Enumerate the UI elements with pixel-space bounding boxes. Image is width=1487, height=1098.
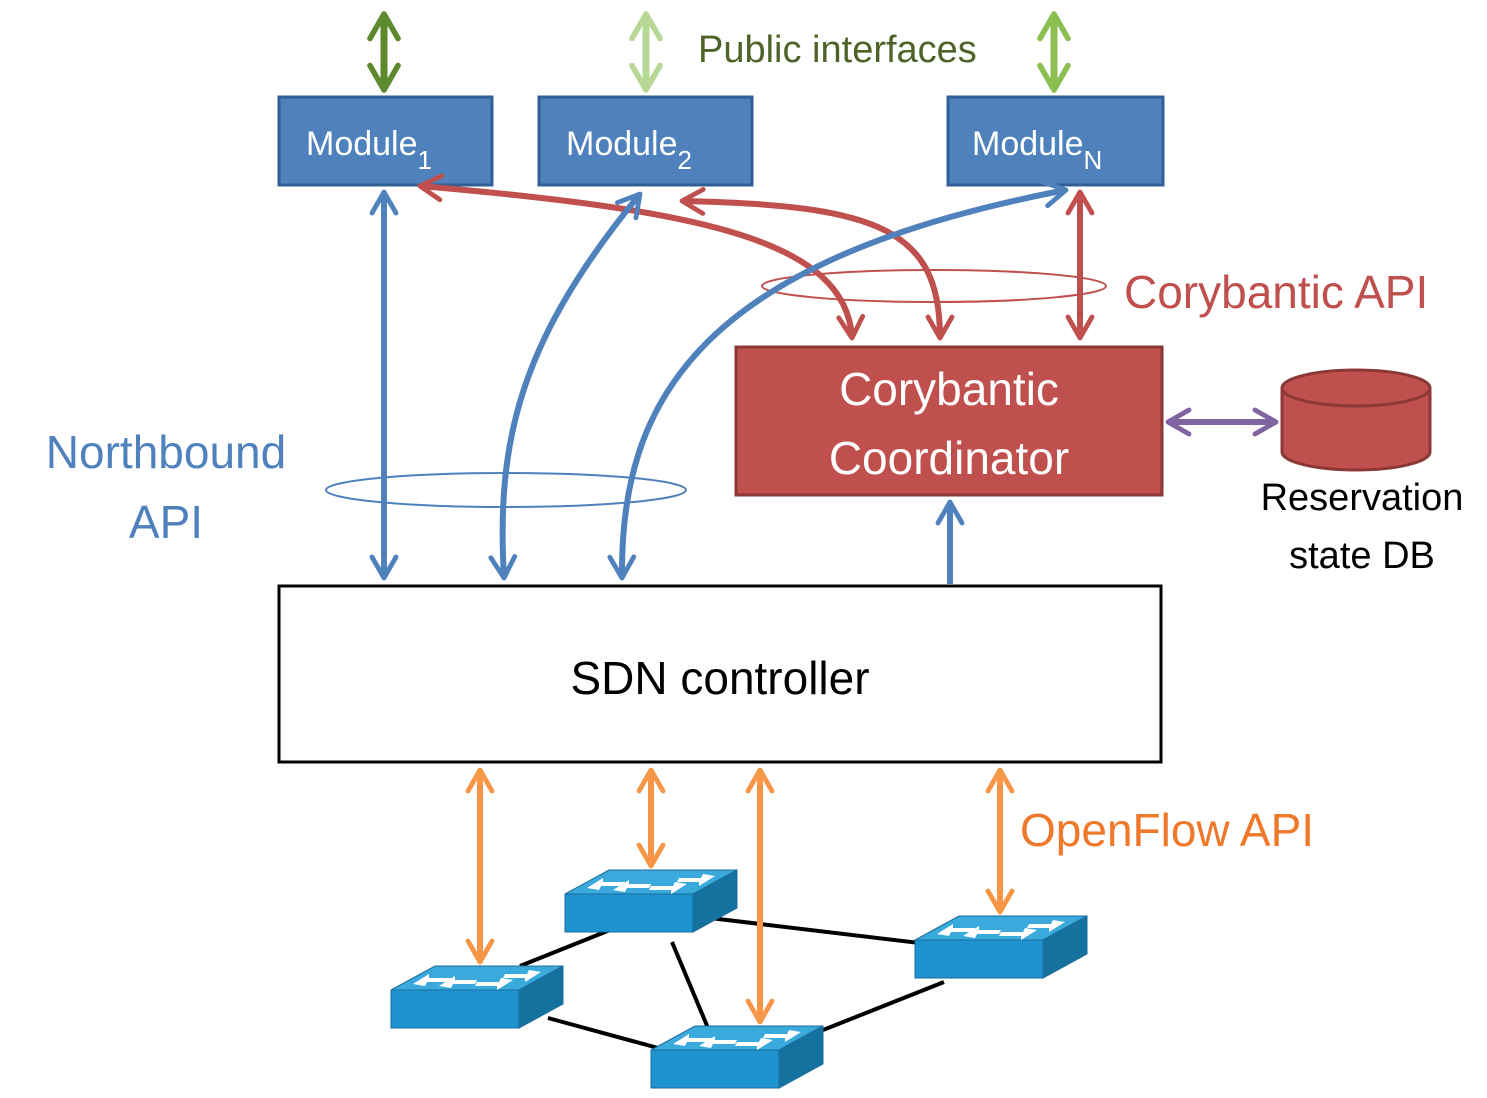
module-1[interactable]: Module1 [277, 95, 494, 187]
public-interfaces-label: Public interfaces [698, 29, 977, 71]
public-interface-arrows [367, 11, 1071, 93]
northbound-arrow-module2 [488, 191, 643, 581]
sdn-controller[interactable]: SDN controller [277, 584, 1163, 764]
switch-icon[interactable] [914, 915, 1088, 979]
coordinator-label-line1: Corybantic [839, 363, 1059, 415]
link-s2-s4 [670, 941, 710, 1029]
sdn-controller-label: SDN controller [570, 652, 869, 704]
database-icon [1280, 368, 1432, 472]
openflow-api-label: OpenFlow API [1020, 804, 1314, 856]
module-1-name: Module [306, 125, 418, 163]
svg-text:Module2: Module2 [566, 125, 692, 175]
switch-icon[interactable] [564, 869, 738, 933]
switch-icon[interactable] [650, 1025, 824, 1089]
database-label-line1: Reservation [1261, 477, 1464, 519]
northbound-api-label-line1: Northbound [46, 426, 286, 478]
northbound-api-ring [325, 472, 687, 508]
module-n[interactable]: ModuleN [946, 95, 1165, 187]
northbound-arrows [369, 179, 1069, 584]
module-n-subscript: N [1084, 145, 1103, 175]
corybantic-coordinator[interactable]: Corybantic Coordinator [734, 345, 1164, 497]
coordinator-label-line2: Coordinator [829, 432, 1069, 484]
svg-text:Module1: Module1 [306, 125, 432, 175]
switch-icon[interactable] [390, 965, 564, 1029]
module-n-name: Module [972, 125, 1084, 163]
module-2[interactable]: Module2 [537, 95, 754, 187]
link-s1-s2 [519, 928, 611, 968]
corybantic-api-label: Corybantic API [1124, 266, 1428, 318]
link-s2-s3 [709, 916, 929, 946]
link-s4-s3 [817, 980, 945, 1034]
svg-text:ModuleN: ModuleN [972, 125, 1102, 175]
database-label-line2: state DB [1289, 535, 1435, 577]
module-2-name: Module [566, 125, 678, 163]
module-1-subscript: 1 [418, 145, 432, 175]
openflow-arrows [465, 767, 1015, 1025]
northbound-api-label-line2: API [129, 496, 203, 548]
northbound-arrow-moduleN [607, 179, 1069, 581]
module-2-subscript: 2 [678, 145, 692, 175]
